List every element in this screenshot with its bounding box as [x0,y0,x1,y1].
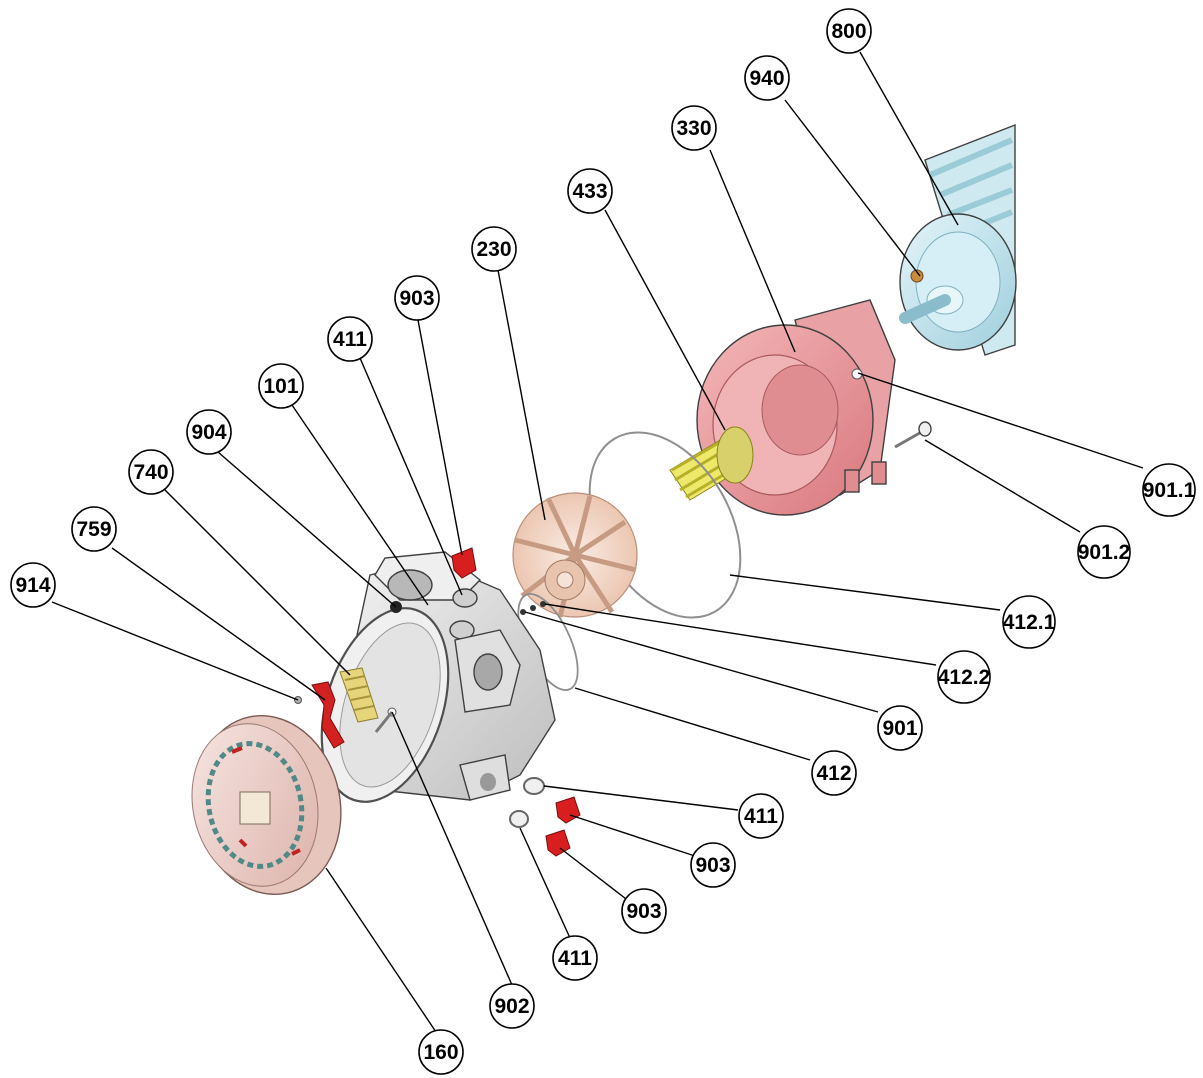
callout-901-2: 901.2 [1077,525,1131,579]
label-plate-part-740 [339,667,379,723]
callout-904: 904 [186,409,232,455]
callout-433: 433 [567,168,613,214]
callout-902-label: 902 [494,995,529,1018]
plug-part-903-lower [545,829,571,857]
plug-part-903-right [555,796,581,824]
callout-914-label: 914 [15,574,50,597]
callout-101: 101 [258,363,304,409]
bolt-part-901-2 [894,421,932,449]
callout-411-lower-label: 411 [558,947,592,970]
plug-part-903-top [451,547,477,579]
callout-412-1: 412.1 [1002,595,1056,649]
bearing-bracket-part-330 [696,299,896,516]
impeller-part-230 [512,492,638,618]
callout-901-1: 901.1 [1142,463,1196,517]
callout-903-top-label: 903 [399,287,434,310]
callout-412-2: 412.2 [937,650,991,704]
callout-759-label: 759 [76,518,111,541]
callout-800: 800 [826,8,872,54]
callout-230: 230 [471,226,517,272]
screw-part-901 [520,601,546,615]
washer-part-411-left [509,810,529,828]
callout-412: 412 [811,750,857,796]
callout-411-top-label: 411 [333,328,367,351]
callout-230-label: 230 [476,238,511,261]
callout-412-2-label: 412.2 [938,666,991,689]
callout-160-label: 160 [423,1041,458,1064]
leader-lines [51,51,1144,1033]
callout-411-lower: 411 [552,935,598,981]
pump-casing-part-101 [320,551,556,803]
callout-411-right-label: 411 [744,805,778,828]
callout-101-label: 101 [263,375,298,398]
cover-part-160 [191,715,342,895]
callout-330: 330 [671,105,717,151]
washer-part-411-right [523,777,545,795]
callout-903-top: 903 [394,275,440,321]
callout-412-label: 412 [816,762,851,785]
stud-part-902 [374,711,394,733]
callout-411-top: 411 [327,316,373,362]
callout-902: 902 [489,983,535,1029]
callout-904-label: 904 [191,421,226,444]
gasket-part-759 [311,681,345,749]
motor-part-800 [899,123,1017,356]
callout-940: 940 [744,55,790,101]
callout-901-2-label: 901.2 [1078,541,1131,564]
callout-160: 160 [418,1029,464,1075]
callout-759: 759 [71,506,117,552]
callout-901-label: 901 [882,717,917,740]
callout-903-right: 903 [690,842,736,888]
callout-330-label: 330 [676,117,711,140]
callout-940-label: 940 [749,67,784,90]
callout-740-label: 740 [133,461,168,484]
callout-914: 914 [10,562,56,608]
callout-901: 901 [877,705,923,751]
callout-411-right: 411 [738,793,784,839]
callout-433-label: 433 [572,180,607,203]
callout-412-1-label: 412.1 [1003,611,1056,634]
callout-903-lower: 903 [621,888,667,934]
callout-903-lower-label: 903 [626,900,661,923]
callout-903-right-label: 903 [695,854,730,877]
callout-800-label: 800 [831,20,866,43]
callout-740: 740 [128,449,174,495]
callout-901-1-label: 901.1 [1143,479,1196,502]
